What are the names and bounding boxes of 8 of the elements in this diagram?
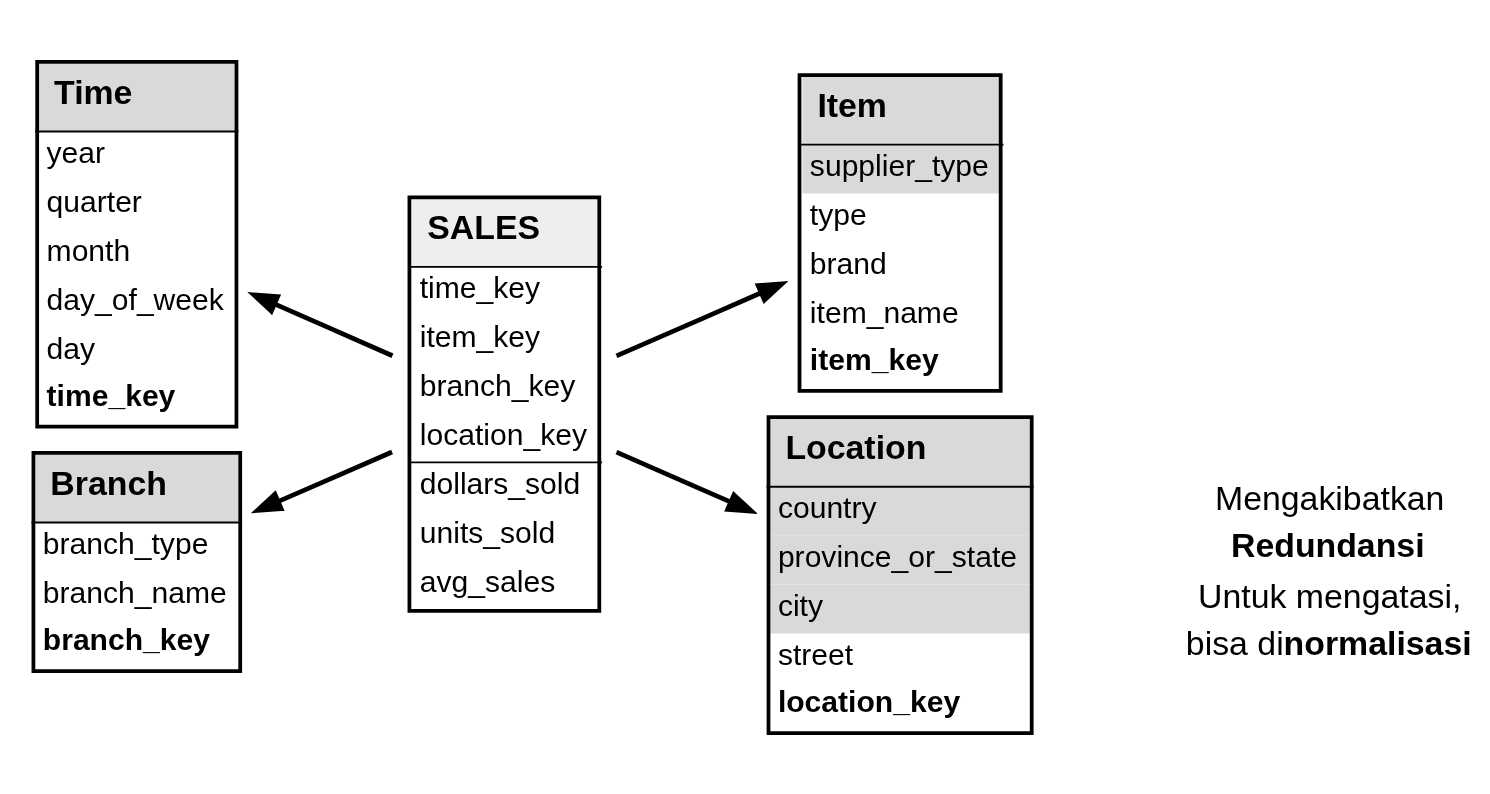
label: Redundansi bbox=[1230, 525, 1425, 564]
arrow bbox=[615, 280, 789, 358]
label: bisa dinormalisasi bbox=[1185, 623, 1472, 662]
label: Mengakibatkan bbox=[1215, 478, 1445, 517]
arrow bbox=[615, 449, 759, 514]
arrow bbox=[250, 449, 393, 513]
label: Untuk mengatasi, bbox=[1198, 576, 1462, 615]
arrow bbox=[247, 291, 394, 358]
